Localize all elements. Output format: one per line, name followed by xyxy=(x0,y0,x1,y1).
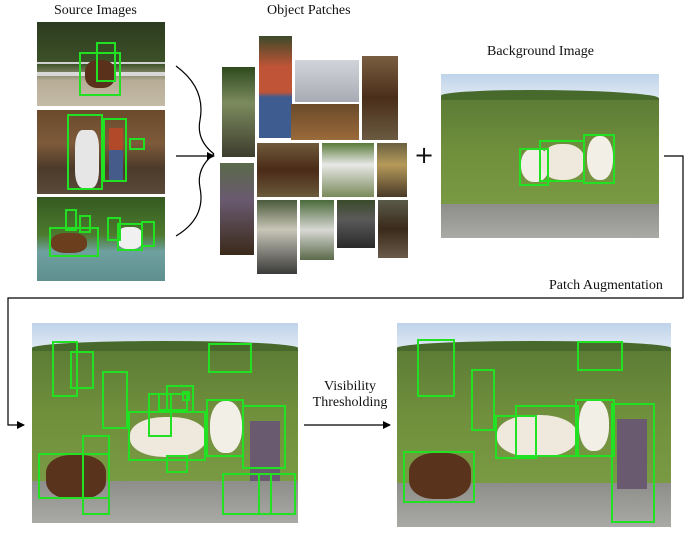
source-images-label: Source Images xyxy=(54,3,137,18)
background-image xyxy=(441,74,659,238)
filtered-image xyxy=(397,323,671,527)
source-image-2 xyxy=(37,110,165,194)
source-image-3 xyxy=(37,197,165,281)
object-patches-label: Object Patches xyxy=(267,3,351,18)
curved-arrow-icon xyxy=(175,65,215,237)
source-image-1 xyxy=(37,22,165,106)
visibility-thresholding-label: Visibility Thresholding xyxy=(312,379,388,410)
bracket-arrow-icon xyxy=(7,155,684,429)
patch-augmentation-label: Patch Augmentation xyxy=(549,278,663,293)
background-image-label: Background Image xyxy=(487,44,594,59)
augmented-image xyxy=(32,323,298,523)
plus-icon: + xyxy=(414,141,435,169)
